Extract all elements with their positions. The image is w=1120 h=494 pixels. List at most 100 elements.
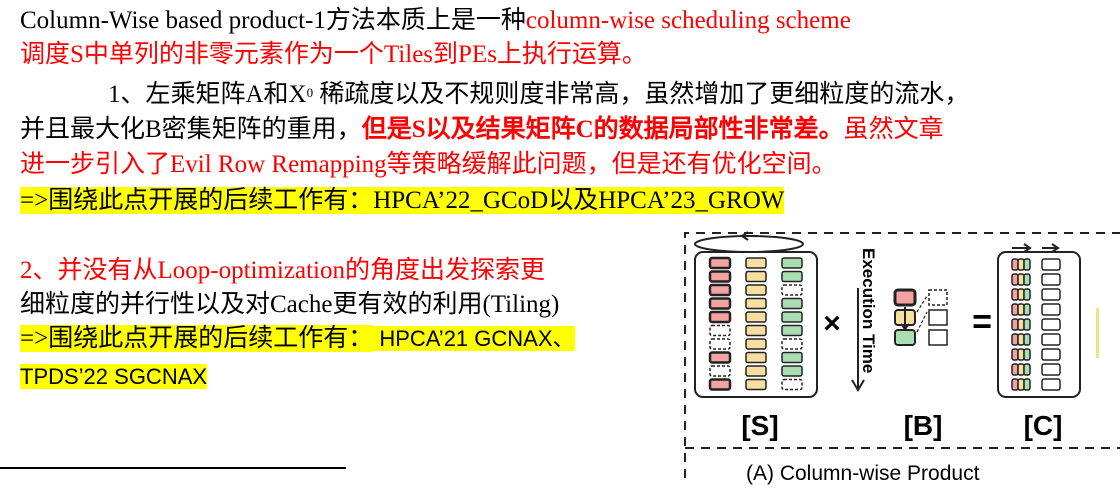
figure-dashed-border [684, 232, 1120, 478]
matrix-cell [745, 270, 767, 283]
para1-line1-text: Column-Wise based product-1方法本质上是一种 [20, 7, 526, 34]
matrix-s-cells [708, 256, 803, 391]
matrix-cell [708, 378, 732, 391]
matrix-cell [709, 365, 731, 377]
matrix-cell [1041, 273, 1061, 286]
cut-edge-mark [1096, 308, 1099, 358]
matrix-cell [1011, 378, 1019, 391]
matrix-cell [708, 351, 732, 364]
matrix-cell [709, 324, 731, 337]
matrix-cell [781, 297, 803, 310]
para1-line6-highlight: =>围绕此点开展的后续工作有：HPCA’22_GCoD以及HPCA’23_GRO… [20, 187, 785, 214]
matrix-cell [1017, 258, 1025, 271]
para1-line6: =>围绕此点开展的后续工作有：HPCA’22_GCoD以及HPCA’23_GRO… [20, 186, 785, 216]
para1-line4-bold: 但是S以及结果矩阵C的数据局部性非常差。 [361, 116, 844, 143]
para2-line1: 2、并没有从Loop-optimization的角度出发探索更 [20, 256, 545, 286]
matrix-cell [1023, 348, 1031, 361]
execution-time-axis: Execution Time [851, 248, 878, 392]
matrix-cell [781, 324, 803, 337]
matrix-cell [745, 284, 767, 296]
matrix-cell [1023, 258, 1031, 271]
matrix-cell [1017, 378, 1025, 391]
matrix-cell [781, 284, 803, 296]
para1-line1-red: column-wise scheduling scheme [525, 7, 851, 34]
matrix-cell [781, 378, 803, 391]
para2-line3-b: HPCA’21 GCNAX、 [373, 326, 575, 351]
para1-line3-sup: 0 [306, 85, 314, 100]
matrix-cell [1017, 348, 1025, 361]
matrix-cell [1017, 318, 1025, 331]
para1-line4-c: 虽然文章 [843, 116, 944, 143]
matrix-cell [1041, 303, 1061, 316]
matrix-s [694, 231, 818, 398]
matrix-cell [708, 270, 732, 283]
column-wise-product-figure: [S] × Execution Time [B] = [C] [684, 231, 1120, 478]
matrix-cell [1017, 288, 1025, 301]
matrix-cell [1041, 333, 1061, 346]
matrix-s-frame [694, 251, 818, 398]
matrix-cell [1023, 333, 1031, 346]
matrix-cell [745, 365, 767, 377]
matrix-c [997, 243, 1081, 398]
execution-time-arrowhead-icon [851, 379, 865, 392]
matrix-cell [1011, 273, 1019, 286]
matrix-cell [1041, 378, 1061, 391]
matrix-cell [745, 378, 767, 391]
matrix-cell [1011, 333, 1019, 346]
c-arrow-icon-2 [1042, 243, 1060, 253]
matrix-cell [1023, 378, 1031, 391]
matrix-cell [1017, 363, 1025, 376]
label-c: [C] [1024, 410, 1063, 441]
para1-line5: 进一步引入了Evil Row Remapping等策略缓解此问题，但是还有优化空… [20, 151, 837, 178]
matrix-cell [745, 297, 767, 310]
para2-line2: 细粒度的并行性以及对Cache更有效的利用(Tiling) [20, 291, 560, 318]
matrix-cell [1023, 303, 1031, 316]
matrix-cell [708, 297, 732, 310]
matrix-cell [745, 257, 767, 269]
matrix-cell [1011, 318, 1019, 331]
matrix-cell [1017, 303, 1025, 316]
matrix-cell [1017, 273, 1025, 286]
matrix-cell [1041, 318, 1061, 331]
matrix-cell [745, 324, 767, 337]
matrix-cell [781, 270, 803, 283]
label-s: [S] [741, 410, 778, 441]
matrix-cell [1041, 348, 1061, 361]
para2-line4-text: TPDS’22 SGCNAX [20, 364, 208, 389]
matrix-cell [708, 256, 732, 270]
matrix-b [893, 288, 948, 346]
matrix-c-cells [1011, 258, 1061, 391]
para1-line3-b: 稀疏度以及不规则度非常高，虽然增加了更细粒度的流水， [313, 81, 970, 108]
matrix-cell [1023, 318, 1031, 331]
matrix-c-frame [997, 251, 1081, 398]
matrix-cell [1041, 363, 1061, 376]
matrix-cell [781, 365, 803, 377]
para2-num: 2、并没有从Loop-optimization的角度出发探索更 [20, 257, 545, 284]
matrix-cell [781, 338, 803, 350]
para1-line4: 并且最大化B密集矩阵的重用，但是S以及结果矩阵C的数据局部性非常差。虽然文章 [20, 115, 944, 145]
matrix-cell [1023, 363, 1031, 376]
matrix-cell [1011, 363, 1019, 376]
figure-caption: (A) Column-wise Product [746, 462, 980, 485]
matrix-cell [708, 283, 732, 297]
matrix-cell [1011, 258, 1019, 271]
matrix-cell [1011, 303, 1019, 316]
matrix-cell [1023, 288, 1031, 301]
matrix-cell [1011, 288, 1019, 301]
matrix-cell [745, 311, 767, 323]
matrix-cell [1023, 273, 1031, 286]
matrix-cell [709, 338, 731, 350]
para1-line1: Column-Wise based product-1方法本质上是一种colum… [20, 6, 851, 36]
matrix-cell [745, 338, 767, 350]
para1-line4-a: 并且最大化B密集矩阵的重用， [20, 116, 362, 143]
matrix-cell [781, 311, 803, 323]
para1-line3: 1、左乘矩阵A和X0 稀疏度以及不规则度非常高，虽然增加了更细粒度的流水， [108, 80, 969, 110]
matrix-cell [1011, 348, 1019, 361]
execution-time-label: Execution Time [859, 248, 878, 373]
c-arrow-icon-1 [1012, 243, 1032, 253]
para2-line4: TPDS’22 SGCNAX [20, 362, 208, 392]
rotation-ellipse [694, 235, 804, 253]
matrix-cell [1041, 258, 1061, 271]
para2-line3: =>围绕此点开展的后续工作有： HPCA’21 GCNAX、 [20, 324, 575, 354]
matrix-cell [708, 310, 732, 324]
